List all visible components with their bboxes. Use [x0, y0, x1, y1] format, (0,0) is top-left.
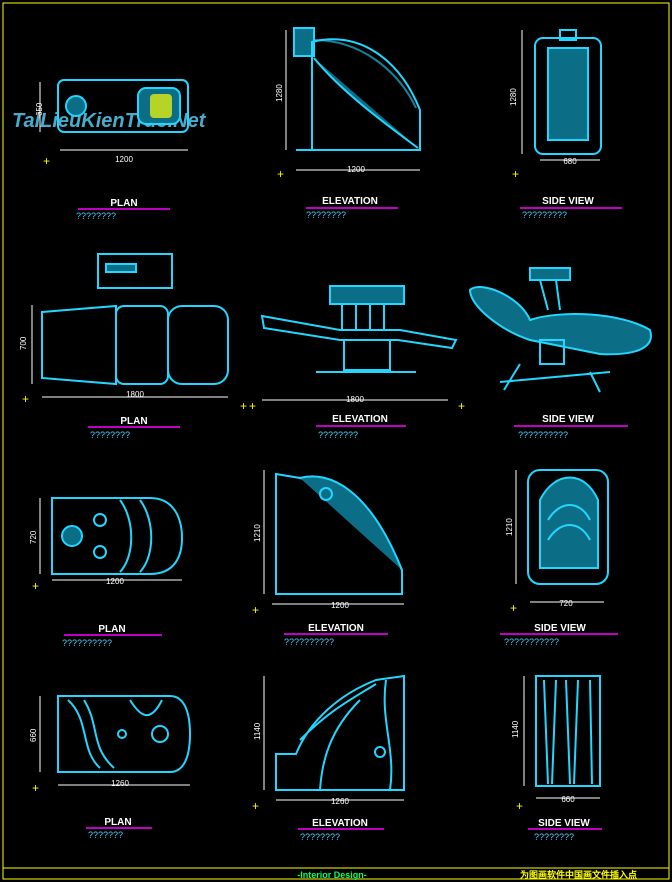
row4-plan-drawing [39, 695, 192, 786]
row3-plan-height: 720 [29, 530, 38, 544]
row1-plan-width: 1200 [115, 155, 133, 164]
row3-side-width: 720 [559, 599, 573, 608]
row3-elev-sub: ?????????? [284, 637, 334, 647]
row4-side-drawing [523, 675, 601, 799]
row4-side-insert-point: + [516, 799, 523, 813]
row2-elev-width: 1800 [346, 395, 364, 404]
row2-plan-drawing [31, 253, 229, 398]
row1-side-sub: ????????? [522, 210, 567, 220]
row4-elev-width: 1260 [331, 797, 349, 806]
row3-plan-sub: ?????????? [62, 638, 112, 648]
row4-side-height: 1140 [511, 720, 520, 738]
row1-side-width: 680 [563, 157, 577, 166]
row3-elev-drawing [263, 470, 404, 605]
row4-side-label: SIDE VIEW [538, 818, 590, 829]
row2-elev-insert-point: + [249, 399, 256, 413]
row2-plan-height: 700 [19, 336, 28, 350]
row3-elev-insert-point: + [252, 603, 259, 617]
row4-plan-insert-point: + [32, 781, 39, 795]
row2-plan-width: 1800 [126, 390, 144, 399]
row4-side-sub: ???????? [534, 832, 574, 842]
footer-left-text: -Interior Design- [297, 870, 367, 880]
row1-elev-width: 1200 [347, 165, 365, 174]
row4-side-width: 660 [561, 795, 575, 804]
row3-elev-height: 1210 [253, 524, 262, 542]
row3-elev-label: ELEVATION [308, 623, 364, 634]
row1-elev-height: 1280 [275, 84, 284, 102]
row2-elev-label: ELEVATION [332, 414, 388, 425]
row4-elev-drawing [263, 674, 405, 801]
row1-plan-height: 650 [35, 102, 44, 116]
row4-plan-sub: ??????? [88, 830, 123, 840]
row4-plan-label: PLAN [104, 817, 131, 828]
row4-elev-height: 1140 [253, 722, 262, 740]
row1-side-height: 1280 [509, 88, 518, 106]
row2-side-sub: ?????????? [518, 430, 568, 440]
row3-side-height: 1210 [505, 518, 514, 536]
row2-plan-label: PLAN [120, 416, 147, 427]
row1-plan-insert-point: + [43, 154, 50, 168]
row2-side-label: SIDE VIEW [542, 414, 594, 425]
row4-elev-sub: ???????? [300, 832, 340, 842]
row4-elev-insert-point: + [252, 799, 259, 813]
row1-side-insert-point: + [512, 167, 519, 181]
row1-side-drawing [521, 29, 602, 161]
row4-plan-width: 1260 [111, 779, 129, 788]
row1-plan-label: PLAN [110, 198, 137, 209]
row1-elev-label: ELEVATION [322, 196, 378, 207]
row2-plan-insert-point: + [22, 392, 29, 406]
row1-elev-insert-point: + [277, 167, 284, 181]
row3-elev-width: 1200 [331, 601, 349, 610]
row2-side-drawing [468, 267, 652, 393]
row1-side-label: SIDE VIEW [542, 196, 594, 207]
row4-plan-height: 660 [29, 728, 38, 742]
row1-elev-sub: ???????? [306, 210, 346, 220]
row1-plan-sub: ???????? [76, 211, 116, 221]
footer-right-text: 为图画软件中国画文件插入点 [520, 869, 637, 880]
row3-plan-insert-point: + [32, 579, 39, 593]
row2-elev-drawing [260, 285, 458, 401]
row1-elev-drawing [285, 27, 421, 171]
row3-side-sub: ??????????? [504, 637, 559, 647]
row2-plan-sub: ???????? [90, 430, 130, 440]
row3-side-label: SIDE VIEW [534, 623, 586, 634]
row3-side-insert-point: + [510, 601, 517, 615]
row3-plan-width: 1200 [106, 577, 124, 586]
row2-elev-sub: ???????? [318, 430, 358, 440]
row3-plan-drawing [39, 497, 184, 581]
row3-plan-label: PLAN [98, 624, 125, 635]
row4-elev-label: ELEVATION [312, 818, 368, 829]
row2-plan-insert-point-2: + [240, 399, 247, 413]
row2-elev-insert-point-2: + [458, 399, 465, 413]
row1-plan-drawing [39, 79, 189, 151]
row3-side-drawing [515, 469, 609, 603]
